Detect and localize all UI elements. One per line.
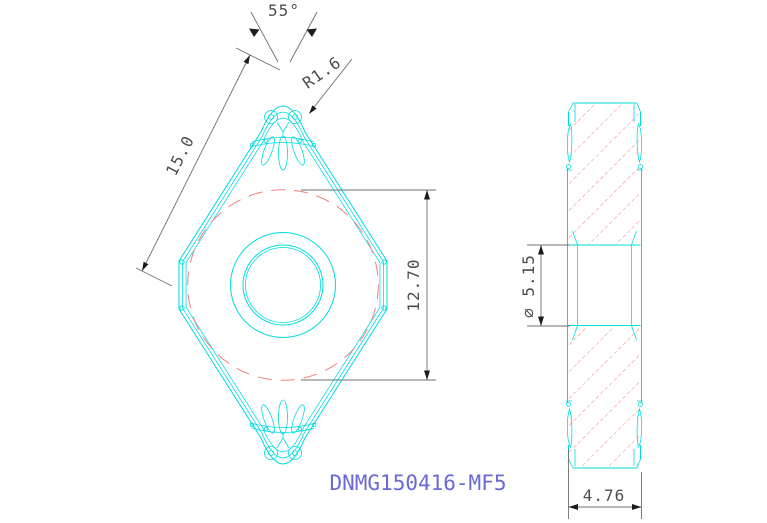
angle-dimension-text: 55° (268, 1, 300, 20)
chipbreaker-top (249, 110, 317, 171)
facet-knot (179, 259, 185, 265)
side-edge-right (640, 112, 642, 459)
dimension-hole-diameter: ⌀ 5.15 (519, 244, 570, 327)
facet-knot (381, 305, 387, 311)
edge-profile-bottom-left (566, 400, 573, 449)
insert-outline-outer (178, 105, 388, 465)
inscribed-circle (187, 189, 379, 381)
front-view (178, 105, 388, 465)
arrowhead (249, 28, 260, 37)
arrowhead (568, 504, 578, 510)
arrowhead (309, 105, 317, 114)
insert-outline-offset2 (185, 117, 381, 453)
arrowhead (424, 370, 430, 380)
section-hatch-bottom (569, 326, 641, 467)
hole-circle-inner (245, 247, 321, 323)
insert-outline-offset1 (182, 111, 384, 459)
section-hatch-top (569, 104, 641, 244)
hole-circle-outer (242, 244, 324, 326)
thickness-dimension-text: 4.76 (583, 486, 626, 505)
facet-knot (179, 305, 185, 311)
dimension-nose-angle: 55° (249, 1, 318, 63)
side-edge-left (567, 112, 569, 459)
dimension-corner-radius: R1.6 (299, 53, 353, 114)
arrowhead (538, 245, 544, 255)
side-corner-chamfer (568, 102, 641, 469)
arrowhead (243, 55, 250, 65)
side-inner-corner-line (574, 104, 635, 466)
ic-dimension-text: 12.70 (404, 258, 423, 311)
hole-diameter-dimension-text: ⌀ 5.15 (519, 254, 538, 318)
arrowhead (424, 190, 430, 200)
part-number-label: DNMG150416-MF5 (329, 471, 506, 495)
facet-knot (381, 259, 387, 265)
arrowhead (142, 261, 149, 271)
countersink-circle (230, 232, 336, 338)
side-view (566, 102, 643, 469)
dimension-edge-length: 15.0 (135, 47, 281, 287)
chipbreaker-bottom (249, 399, 317, 460)
hole-section (568, 230, 641, 341)
arrowhead (538, 316, 544, 326)
arrowhead (632, 504, 642, 510)
edge-length-dimension-text: 15.0 (162, 132, 198, 179)
arrowhead (306, 28, 317, 37)
radius-dimension-text: R1.6 (299, 53, 345, 93)
edge-profile-top-right (636, 122, 643, 171)
dimension-thickness: 4.76 (568, 450, 642, 519)
edge-profile-bottom-right (636, 400, 643, 449)
edge-profile-top-left (566, 122, 573, 171)
dimension-inscribed-circle: 12.70 (301, 189, 436, 381)
